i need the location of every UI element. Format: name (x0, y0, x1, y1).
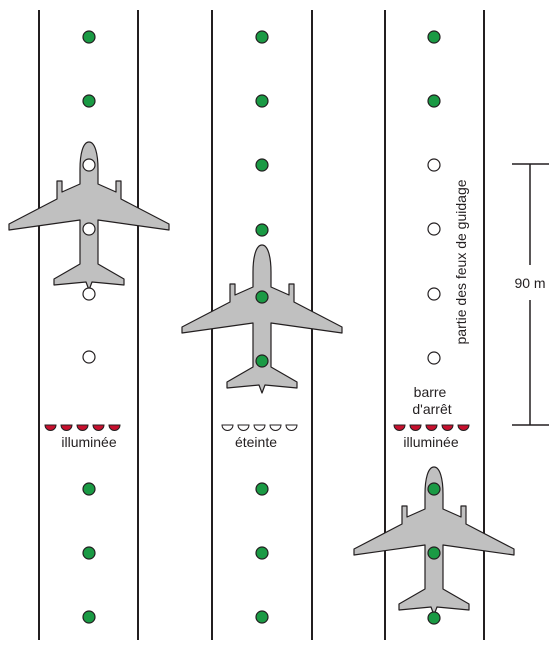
distance-label: 90 m (514, 275, 545, 291)
green-light (427, 611, 441, 625)
stop-bar-label-line-1: barre (414, 384, 447, 400)
stop-bar-lane-2 (221, 424, 298, 431)
white-light (82, 222, 96, 236)
aircraft-2 (181, 223, 343, 394)
green-light (255, 610, 269, 624)
green-light (255, 290, 269, 304)
green-light (427, 94, 441, 108)
lane-3-lights (427, 30, 441, 365)
green-light (82, 482, 96, 496)
green-light (82, 30, 96, 44)
green-light (255, 482, 269, 496)
white-light (427, 351, 441, 365)
lane-1-status-label: illuminée (61, 434, 116, 450)
green-light (255, 223, 269, 237)
green-light (82, 94, 96, 108)
green-light (427, 546, 441, 560)
stop-bar-label-line-2: d'arrêt (412, 401, 451, 417)
green-light (255, 30, 269, 44)
white-light (427, 158, 441, 172)
guidance-lights-label: partie des feux de guidage (453, 179, 469, 344)
aircraft-3 (353, 466, 515, 625)
green-light (255, 546, 269, 560)
white-light (427, 287, 441, 301)
stop-bar-lane-1 (44, 424, 121, 431)
green-light (82, 546, 96, 560)
green-light (255, 158, 269, 172)
white-light (82, 287, 96, 301)
green-light (427, 30, 441, 44)
distance-marker (512, 163, 549, 426)
white-light (82, 158, 96, 172)
white-light (82, 350, 96, 364)
green-light (427, 482, 441, 496)
lane-2-lights (255, 30, 269, 624)
green-light (82, 610, 96, 624)
lane-3-status-label: illuminée (403, 434, 458, 450)
white-light (427, 222, 441, 236)
lane-1-lights (82, 30, 96, 624)
green-light (255, 354, 269, 368)
stop-bar-lane-3 (393, 424, 470, 431)
green-light (255, 94, 269, 108)
aircraft-1 (8, 141, 170, 301)
lane-2-status-label: éteinte (235, 434, 277, 450)
